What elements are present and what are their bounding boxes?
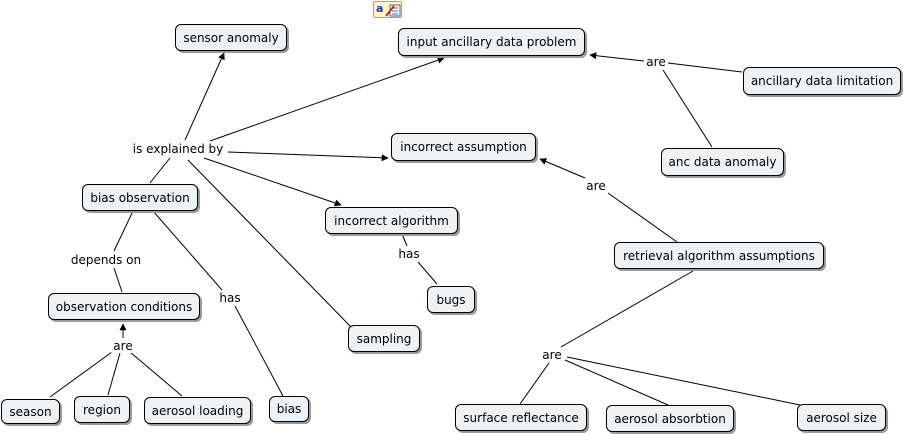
edge-aerosol-loading-to-are — [129, 351, 183, 397]
text-edit-icon[interactable]: a — [373, 1, 402, 18]
edge-has-to-bias — [234, 305, 284, 397]
link-are-assumptions[interactable]: are — [584, 179, 608, 193]
link-is-explained-by[interactable]: is explained by — [130, 142, 226, 156]
edge-depends-to-conditions — [113, 267, 123, 293]
concept-aerosol-absorbtion[interactable]: aerosol absorbtion — [606, 405, 734, 432]
link-are-conditions[interactable]: are — [111, 339, 135, 353]
edge-algorithm-to-has — [401, 233, 408, 247]
link-are-retrieval[interactable]: are — [540, 348, 564, 362]
letter-a-glyph: a — [376, 2, 384, 15]
concept-ancillary-data-limitation[interactable]: ancillary data limitation — [743, 67, 901, 95]
edge-retrieval-to-lower-are — [560, 270, 694, 348]
edge-are-to-size — [566, 356, 801, 406]
concept-aerosol-loading[interactable]: aerosol loading — [144, 397, 251, 424]
concept-incorrect-assumption[interactable]: incorrect assumption — [391, 133, 536, 161]
concept-bugs[interactable]: bugs — [427, 286, 475, 313]
edge-to-incorrect-assumption — [227, 151, 389, 162]
edge-region-to-are — [107, 352, 121, 396]
edge-has-to-bugs — [417, 261, 438, 285]
concept-sensor-anomaly[interactable]: sensor anomaly — [175, 24, 287, 51]
concept-bias-observation[interactable]: bias observation — [82, 184, 198, 211]
concept-incorrect-algorithm[interactable]: incorrect algorithm — [325, 207, 458, 234]
edge-to-sampling — [187, 159, 353, 329]
edge-are-to-surface — [519, 362, 550, 405]
edge-to-input-ancillary — [209, 56, 445, 142]
concept-bias[interactable]: bias — [269, 396, 309, 422]
edge-are-to-input-ancillary — [589, 52, 645, 62]
edge-retrieval-to-are — [607, 192, 678, 243]
concept-input-ancillary-data-problem[interactable]: input ancillary data problem — [398, 28, 585, 56]
edge-to-incorrect-algorithm — [203, 157, 342, 207]
edge-limitation-to-are — [667, 62, 743, 73]
edge-to-sensor-anomaly — [184, 52, 225, 141]
edge-bias-observation-to-depends — [113, 210, 134, 252]
edge-anc-anomaly-to-are — [662, 69, 713, 148]
edge-season-to-are — [49, 351, 113, 398]
concept-observation-conditions[interactable]: observation conditions — [48, 293, 200, 320]
edge-bias-observation-to-has — [152, 210, 223, 291]
concept-region[interactable]: region — [74, 396, 130, 423]
edge-are-to-incorrect-assumption — [539, 158, 586, 179]
concept-surface-reflectance[interactable]: surface reflectance — [455, 404, 587, 431]
concept-retrieval-algorithm-assumptions[interactable]: retrieval algorithm assumptions — [614, 242, 824, 269]
concept-sampling[interactable]: sampling — [348, 325, 420, 352]
edge-bias-observation-to-explained — [149, 157, 171, 184]
edge-are-to-absorbtion — [564, 359, 669, 406]
concept-aerosol-size[interactable]: aerosol size — [797, 404, 886, 431]
pencil-notepad-glyph — [385, 4, 401, 17]
link-has-bugs[interactable]: has — [396, 247, 422, 261]
link-has-bias[interactable]: has — [217, 291, 243, 305]
link-are-ancillary[interactable]: are — [644, 55, 668, 69]
link-depends-on[interactable]: depends on — [68, 253, 144, 267]
concept-anc-data-anomaly[interactable]: anc data anomaly — [661, 148, 784, 176]
concept-season[interactable]: season — [1, 399, 60, 424]
